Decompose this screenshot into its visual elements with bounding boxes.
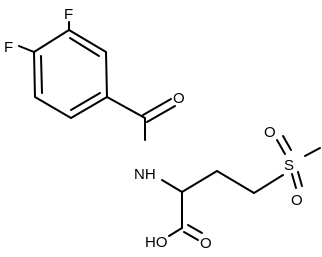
carboxyl-double-bond-1 [183,231,199,241]
atom-label-sulfur: S [284,157,294,174]
carboxyl-to-hydroxyl-bond [168,227,183,237]
s-o-double-bond-upper-1 [276,139,286,155]
alpha-to-beta-carbon-bond [181,170,218,193]
nitrogen-to-alpha-carbon-bond [161,179,183,193]
ring-bond-5 [33,51,36,98]
ring-bond-4 [34,96,72,119]
s-o-double-bond-upper-2 [282,135,292,151]
ring-double-bond-2 [70,92,101,111]
carbonyl-double-bond-1 [142,98,172,116]
atom-label-carbonyl-oxygen: O [173,90,185,107]
ring-bond-3 [70,96,108,119]
c-f-bond-left [18,45,35,53]
ring-bond-1 [68,29,107,53]
s-o-double-bond-lower-1 [291,173,297,189]
ring-bond-6 [33,29,70,53]
ring-bond-2 [105,51,108,98]
atom-label-fluorine-top: F [64,6,73,23]
atom-label-acid-oxygen: O [200,235,212,252]
atom-label-fluorine-left: F [4,39,13,56]
carboxyl-double-bond-2 [187,224,203,234]
beta-to-gamma-carbon-bond [216,170,255,194]
atom-label-sulfonyl-oxygen-lower: O [291,192,303,209]
ring-to-carbonyl-bond [106,96,146,119]
sulfur-to-methyl-bond [304,147,321,157]
ring-double-bond-1 [69,37,100,57]
s-o-double-bond-lower-2 [297,171,303,187]
gamma-carbon-to-sulfur-bond [253,174,284,194]
atom-label-amide-nitrogen: NH [134,166,156,183]
carbonyl-double-bond-2 [146,105,176,123]
ring-double-bond-3 [40,55,43,94]
atom-label-sulfonyl-oxygen-upper: O [264,124,276,141]
atom-label-hydroxyl: HO [145,234,168,251]
benzene-ring [33,29,108,119]
